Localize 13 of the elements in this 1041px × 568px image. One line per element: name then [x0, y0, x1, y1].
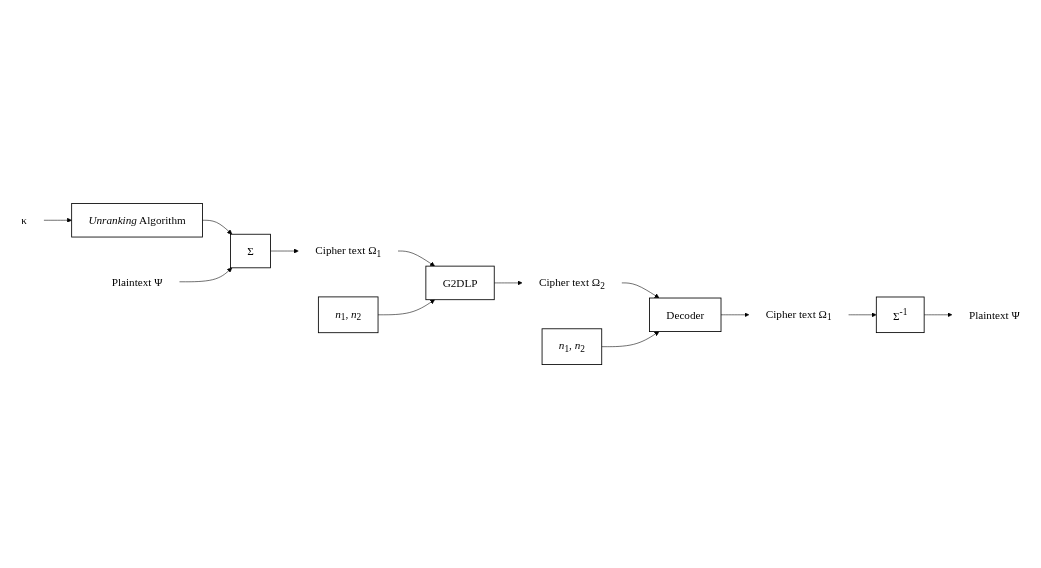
node-box: G2DLP — [425, 265, 495, 301]
node-text: Cipher text Ω$_{1}$ — [315, 243, 382, 259]
node-box: n$_{1}$, n$_{2}$ — [541, 328, 603, 365]
node-box: Decoder — [649, 297, 722, 332]
node-box: Σ — [230, 233, 271, 269]
node-text: Plaintext Ψ — [968, 308, 1020, 321]
node-text: κ — [21, 214, 27, 227]
node-text: Cipher text Ω$_{1}$ — [765, 307, 832, 323]
node-text: Cipher text Ω$_{2}$ — [539, 275, 605, 291]
node-box: n$_{1}$, n$_{2}$ — [317, 296, 379, 334]
node-text: Plaintext Ψ — [111, 275, 163, 288]
node-box: Σ$^{-1}$ — [875, 296, 925, 333]
node-box: Unranking Algorithm — [71, 203, 203, 238]
